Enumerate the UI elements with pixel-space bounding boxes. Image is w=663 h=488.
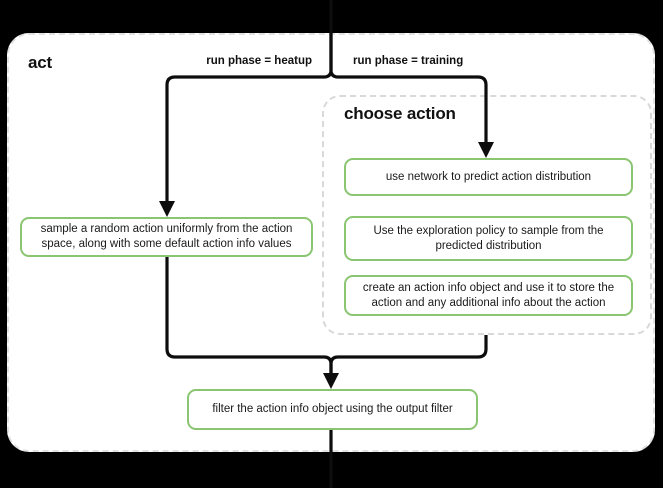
node-create-action-info[interactable]: create an action info object and use it … <box>344 275 633 316</box>
node-use-network-predict[interactable]: use network to predict action distributi… <box>344 158 633 196</box>
edge-label-training: run phase = training <box>353 55 464 67</box>
choose-action-group-label: choose action <box>344 104 456 123</box>
node-filter-output-filter[interactable]: filter the action info object using the … <box>187 389 478 430</box>
act-group-label: act <box>28 53 52 72</box>
edge-label-heatup: run phase = heatup <box>206 55 312 67</box>
node-exploration-policy[interactable]: Use the exploration policy to sample fro… <box>344 216 633 261</box>
node-sample-random-action[interactable]: sample a random action uniformly from th… <box>20 217 313 257</box>
